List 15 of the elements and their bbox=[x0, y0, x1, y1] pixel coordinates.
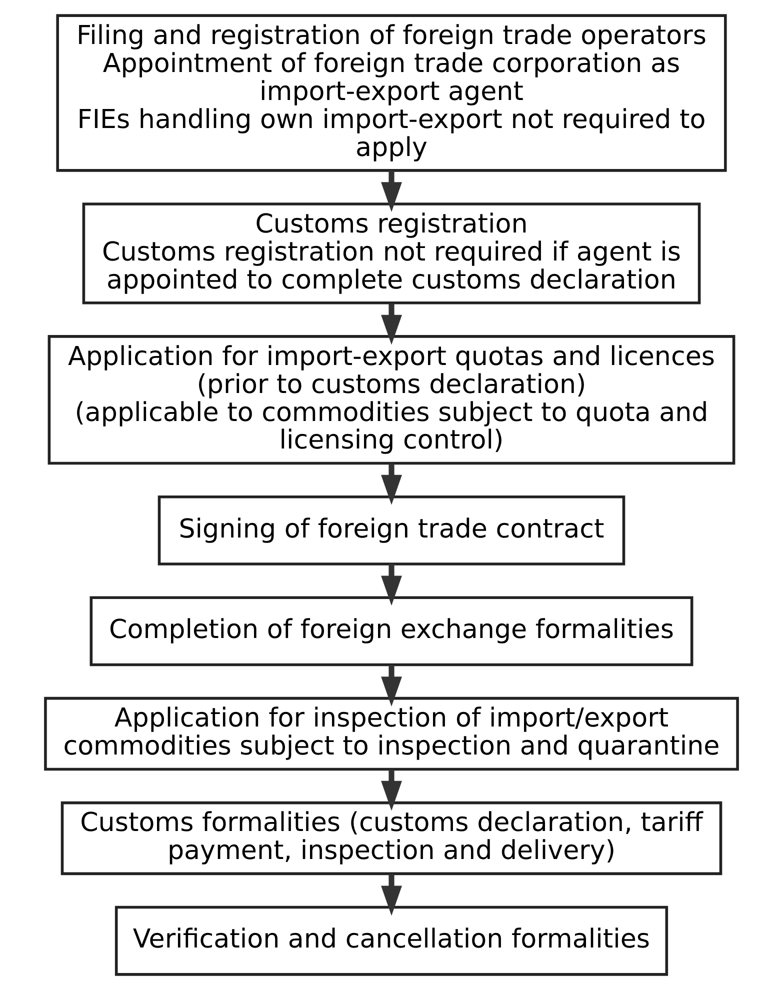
arrow bbox=[380, 170, 402, 212]
arrow bbox=[380, 664, 402, 707]
arrow bbox=[380, 770, 402, 811]
node-box: Filing and registration of foreign trade operators Appointment of foreign trade corporation as import-export agent FIEs handling own import-export not required to apply bbox=[56, 14, 726, 172]
node-box: Application for inspection of import/export commodities subject to inspection and quarantine bbox=[44, 696, 738, 771]
arrow bbox=[380, 464, 402, 505]
node-box: Customs formalities (customs declaration, tariff payment, inspection and delivery) bbox=[60, 801, 722, 876]
arrow bbox=[380, 304, 402, 345]
arrow bbox=[380, 564, 402, 606]
node-box: Verification and cancellation formalities bbox=[114, 906, 668, 976]
node-box: Signing of foreign trade contract bbox=[157, 495, 625, 566]
arrow bbox=[380, 874, 402, 916]
node-box: Application for import-export quotas and licences (prior to customs declaration) (applicable to commodities subject to quota and licensing control) bbox=[47, 335, 735, 465]
node-box: Customs registration Customs registration not required if agent is appointed to complete customs declaration bbox=[82, 202, 700, 304]
node-box: Completion of foreign exchange formalities bbox=[89, 596, 693, 666]
